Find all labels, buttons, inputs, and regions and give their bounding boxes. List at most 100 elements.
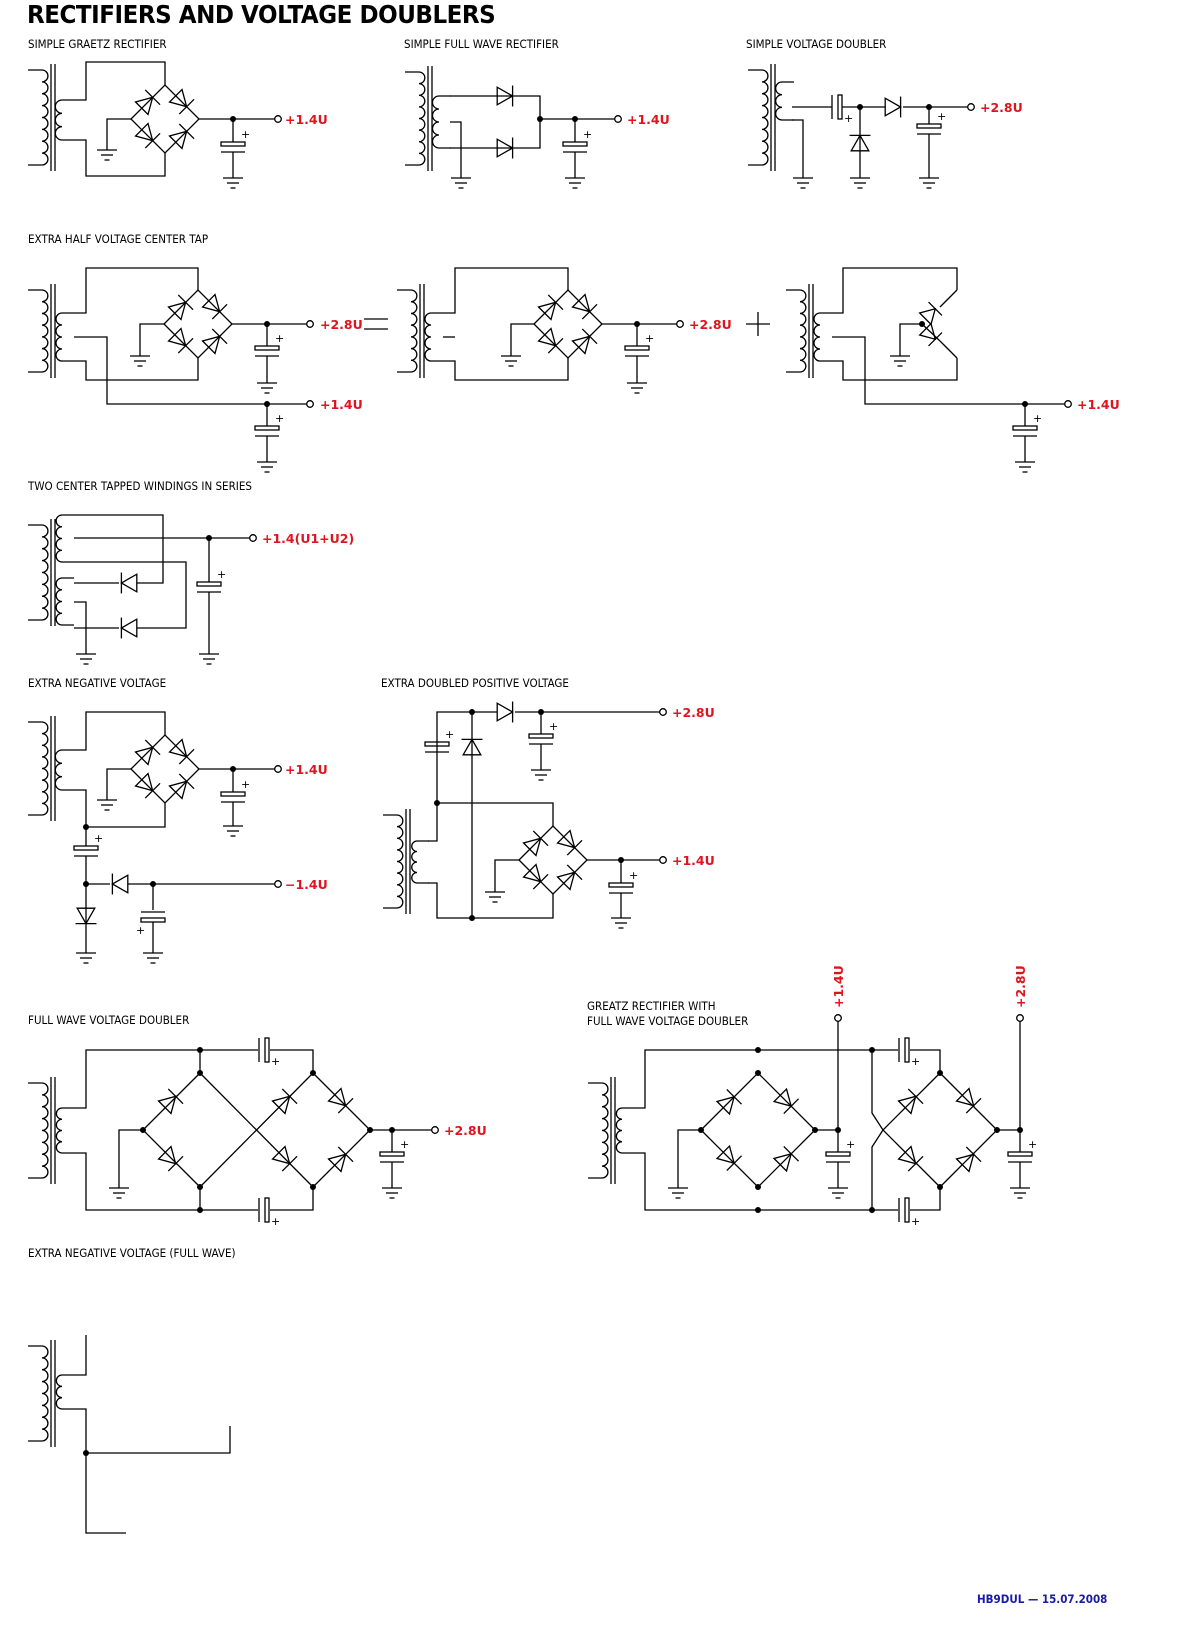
coil-winding xyxy=(28,721,49,816)
diode-triangle xyxy=(884,97,902,117)
voltage-label: +1.4U xyxy=(1077,397,1120,412)
wire xyxy=(882,1072,941,1188)
junction-dot xyxy=(197,1184,203,1190)
cap-plate-positive xyxy=(220,141,246,147)
diode-icon xyxy=(772,1087,800,1115)
voltage-label: +1.4U xyxy=(627,112,670,127)
voltage-label: +1.4(U1+U2) xyxy=(262,531,354,546)
voltage-label: +1.4U xyxy=(285,112,328,127)
diode-triangle xyxy=(168,738,188,758)
transformer-icon xyxy=(28,514,74,626)
cap-plate-positive xyxy=(528,733,554,739)
diode-triangle xyxy=(111,874,129,894)
circuit-center-tap-b: ++2.8U xyxy=(397,267,732,394)
diode-icon xyxy=(271,1088,298,1115)
ground-icon xyxy=(451,177,471,189)
diode-triangle xyxy=(772,1152,793,1173)
wire xyxy=(547,337,564,354)
section-title-neg-voltage: EXTRA NEGATIVE VOLTAGE xyxy=(28,676,167,690)
wire xyxy=(270,1049,314,1073)
capacitor-icon: + xyxy=(916,110,946,135)
voltage-label: +2.8U xyxy=(980,100,1023,115)
wire xyxy=(428,882,554,919)
transformer-icon xyxy=(28,284,74,378)
diode-icon xyxy=(772,1145,800,1173)
diode-triangle xyxy=(327,1153,347,1173)
ground-icon xyxy=(501,355,521,367)
capacitor-icon: + xyxy=(73,832,103,857)
cap-plate-positive xyxy=(1012,425,1038,431)
bridge-rectifier xyxy=(130,734,200,804)
wire xyxy=(177,337,194,354)
wire xyxy=(74,601,87,654)
wire xyxy=(518,825,588,895)
section-title-neg-full-wave: EXTRA NEGATIVE VOLTAGE (FULL WAVE) xyxy=(28,1246,236,1260)
section-title-doubler: SIMPLE VOLTAGE DOUBLER xyxy=(746,37,887,51)
diode-triangle xyxy=(134,772,154,792)
ground-icon xyxy=(611,917,631,929)
cap-plate-positive xyxy=(837,94,843,120)
circuit-graetz-fw: ++++1.4U++2.8U xyxy=(588,965,1037,1228)
diode-icon xyxy=(884,96,902,118)
plus-sign: + xyxy=(271,1055,280,1068)
junction-dot xyxy=(197,1070,203,1076)
coil-winding xyxy=(28,1345,49,1442)
circuit-fw-doubler: ++++2.8U xyxy=(28,1037,487,1228)
wire xyxy=(177,294,194,311)
diode-triangle xyxy=(496,702,514,722)
wire xyxy=(792,119,804,178)
output-terminal xyxy=(676,320,684,328)
junction-dot xyxy=(310,1184,316,1190)
diode-triangle xyxy=(168,88,188,108)
voltage-label: +1.4U xyxy=(320,397,363,412)
diode-triangle xyxy=(897,1095,917,1115)
ground-icon xyxy=(130,355,150,367)
wire xyxy=(634,1152,898,1211)
coil-winding xyxy=(397,289,418,373)
diode-triangle xyxy=(496,138,514,158)
plus-sign: + xyxy=(445,728,454,741)
diode-icon xyxy=(271,1145,298,1172)
diode-icon xyxy=(849,134,871,152)
plus-sign: + xyxy=(94,832,103,845)
output-terminal xyxy=(431,1126,439,1134)
section-title-graetz: SIMPLE GRAETZ RECTIFIER xyxy=(28,37,167,51)
coil-winding xyxy=(588,1082,609,1179)
secondary-winding xyxy=(615,1107,634,1154)
diode-icon xyxy=(556,864,583,891)
wire xyxy=(726,1155,743,1172)
secondary-winding xyxy=(54,99,74,141)
wire xyxy=(443,358,569,381)
diode-icon xyxy=(918,301,943,326)
ground-icon xyxy=(565,177,585,189)
wire xyxy=(106,768,131,800)
wire xyxy=(965,1097,982,1114)
ground-icon xyxy=(668,1187,688,1199)
transformer-icon xyxy=(28,64,74,171)
wire xyxy=(581,328,598,345)
wire xyxy=(939,340,958,359)
wire xyxy=(443,267,569,314)
secondary-winding xyxy=(411,840,429,884)
page-title: RECTIFIERS AND VOLTAGE DOUBLERS xyxy=(27,0,496,29)
diode-triangle xyxy=(76,907,96,925)
wire xyxy=(450,121,462,178)
capacitor-icon: + xyxy=(136,911,166,937)
wire xyxy=(74,1335,87,1376)
plus-sign: + xyxy=(217,568,226,581)
wire xyxy=(832,358,958,381)
transformer-icon xyxy=(28,716,74,821)
diode-triangle xyxy=(537,327,557,347)
circuit-center-tap-c: ++1.4U xyxy=(786,267,1120,473)
output-terminal xyxy=(614,115,622,123)
ground-icon xyxy=(76,653,96,665)
diode-icon xyxy=(715,1144,743,1172)
wire xyxy=(939,1072,998,1188)
wire xyxy=(74,61,166,101)
voltage-label: +2.8U xyxy=(1013,965,1028,1008)
ground-icon xyxy=(1015,461,1035,473)
diode-icon xyxy=(571,328,598,355)
diode-icon xyxy=(75,907,97,925)
diode-triangle xyxy=(271,1145,291,1165)
